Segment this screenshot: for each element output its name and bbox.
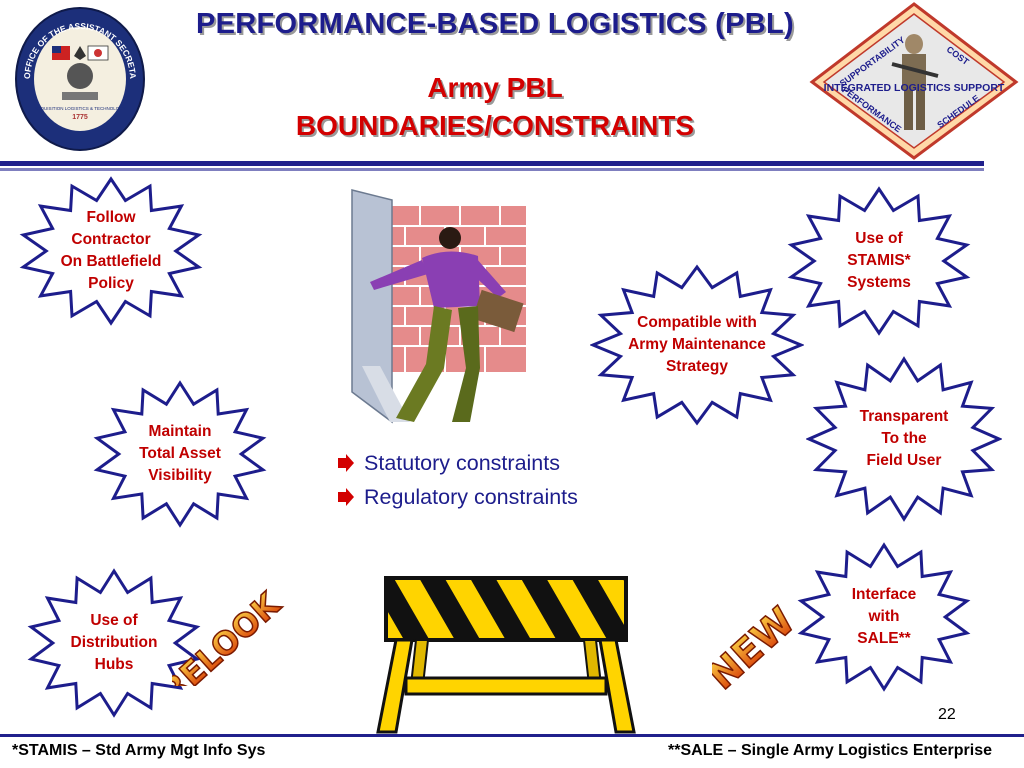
starburst-shape <box>797 542 971 692</box>
new-text: NEW <box>712 599 803 690</box>
header-divider <box>0 161 984 166</box>
starburst-label-line: with <box>868 608 900 625</box>
starburst-label: Use of STAMIS* Systems <box>786 186 972 336</box>
red-arrow-bullet-icon <box>338 488 354 506</box>
starburst-label-line: Compatible with <box>637 314 757 331</box>
starburst-stamis: Use of STAMIS* Systems <box>786 186 972 336</box>
ils-center-text: INTEGRATED LOGISTICS SUPPORT <box>824 82 1005 94</box>
starburst-shape <box>93 380 267 528</box>
starburst-label-line: To the <box>881 430 927 447</box>
starburst-label-line: Contractor <box>71 231 151 248</box>
starburst-label-line: On Battlefield <box>60 253 162 270</box>
starburst-label-line: Visibility <box>148 467 212 484</box>
slide-title: PERFORMANCE-BASED LOGISTICS (PBL) <box>196 8 794 40</box>
starburst-label-line: Strategy <box>665 358 728 375</box>
starburst-label-line: STAMIS* <box>847 252 911 269</box>
bullet-item: Regulatory constraints <box>336 480 578 514</box>
starburst-label-line: Maintain <box>148 423 212 440</box>
starburst-shape <box>806 356 1002 522</box>
relook-stamp: RELOOK <box>153 576 292 712</box>
page-number: 22 <box>938 706 956 723</box>
starburst-label-line: Army Maintenance <box>628 336 766 353</box>
barricade-clipart <box>366 574 646 736</box>
starburst-label-line: Policy <box>88 275 134 292</box>
ils-logo: INTEGRATED LOGISTICS SUPPORT SUPPORTABIL… <box>808 2 1020 160</box>
footnote-sale: **SALE – Single Army Logistics Enterpris… <box>668 742 992 759</box>
new-stamp: NEW <box>699 590 812 699</box>
starburst-shape <box>787 186 971 336</box>
bullet-item: Statutory constraints <box>336 446 578 480</box>
seal-inner-text: ACQUISITION LOGISTICS & TECHNOLOGY <box>34 106 125 111</box>
slide-subtitle-line2: BOUNDARIES/CONSTRAINTS <box>295 110 695 141</box>
bullet-text: Statutory constraints <box>364 450 560 475</box>
bullet-text: Regulatory constraints <box>364 484 578 509</box>
starburst-shape <box>19 176 203 326</box>
starburst-label-line: Interface <box>851 586 917 603</box>
starburst-shape <box>27 568 201 718</box>
man-against-wall-clipart <box>330 186 530 426</box>
starburst-label-line: Field User <box>866 452 942 469</box>
starburst-label-line: Follow <box>86 209 136 226</box>
constraint-bullets: Statutory constraints Regulatory constra… <box>336 446 578 514</box>
starburst-label-line: Use of <box>855 230 903 247</box>
starburst-shape <box>590 264 804 426</box>
starburst-label-line: SALE** <box>857 630 911 647</box>
red-arrow-bullet-icon <box>338 454 354 472</box>
starburst-label-line: Distribution <box>70 634 158 651</box>
starburst-label-line: Total Asset <box>139 445 221 462</box>
starburst-label-line: Hubs <box>94 656 134 673</box>
footer-divider <box>0 734 1024 737</box>
army-asa-seal: OFFICE OF THE ASSISTANT SECRETARY OF THE… <box>10 0 146 152</box>
starburst-label-line: Use of <box>90 612 138 629</box>
seal-year: 1775 <box>72 114 88 121</box>
slide-subtitle-line1: Army PBL <box>427 72 563 103</box>
footnote-stamis: *STAMIS – Std Army Mgt Info Sys <box>12 742 266 759</box>
starburst-label-line: Systems <box>847 274 911 291</box>
relook-text: RELOOK <box>172 584 288 686</box>
header-divider-shadow <box>0 168 984 171</box>
starburst-label-line: Transparent <box>859 408 949 425</box>
